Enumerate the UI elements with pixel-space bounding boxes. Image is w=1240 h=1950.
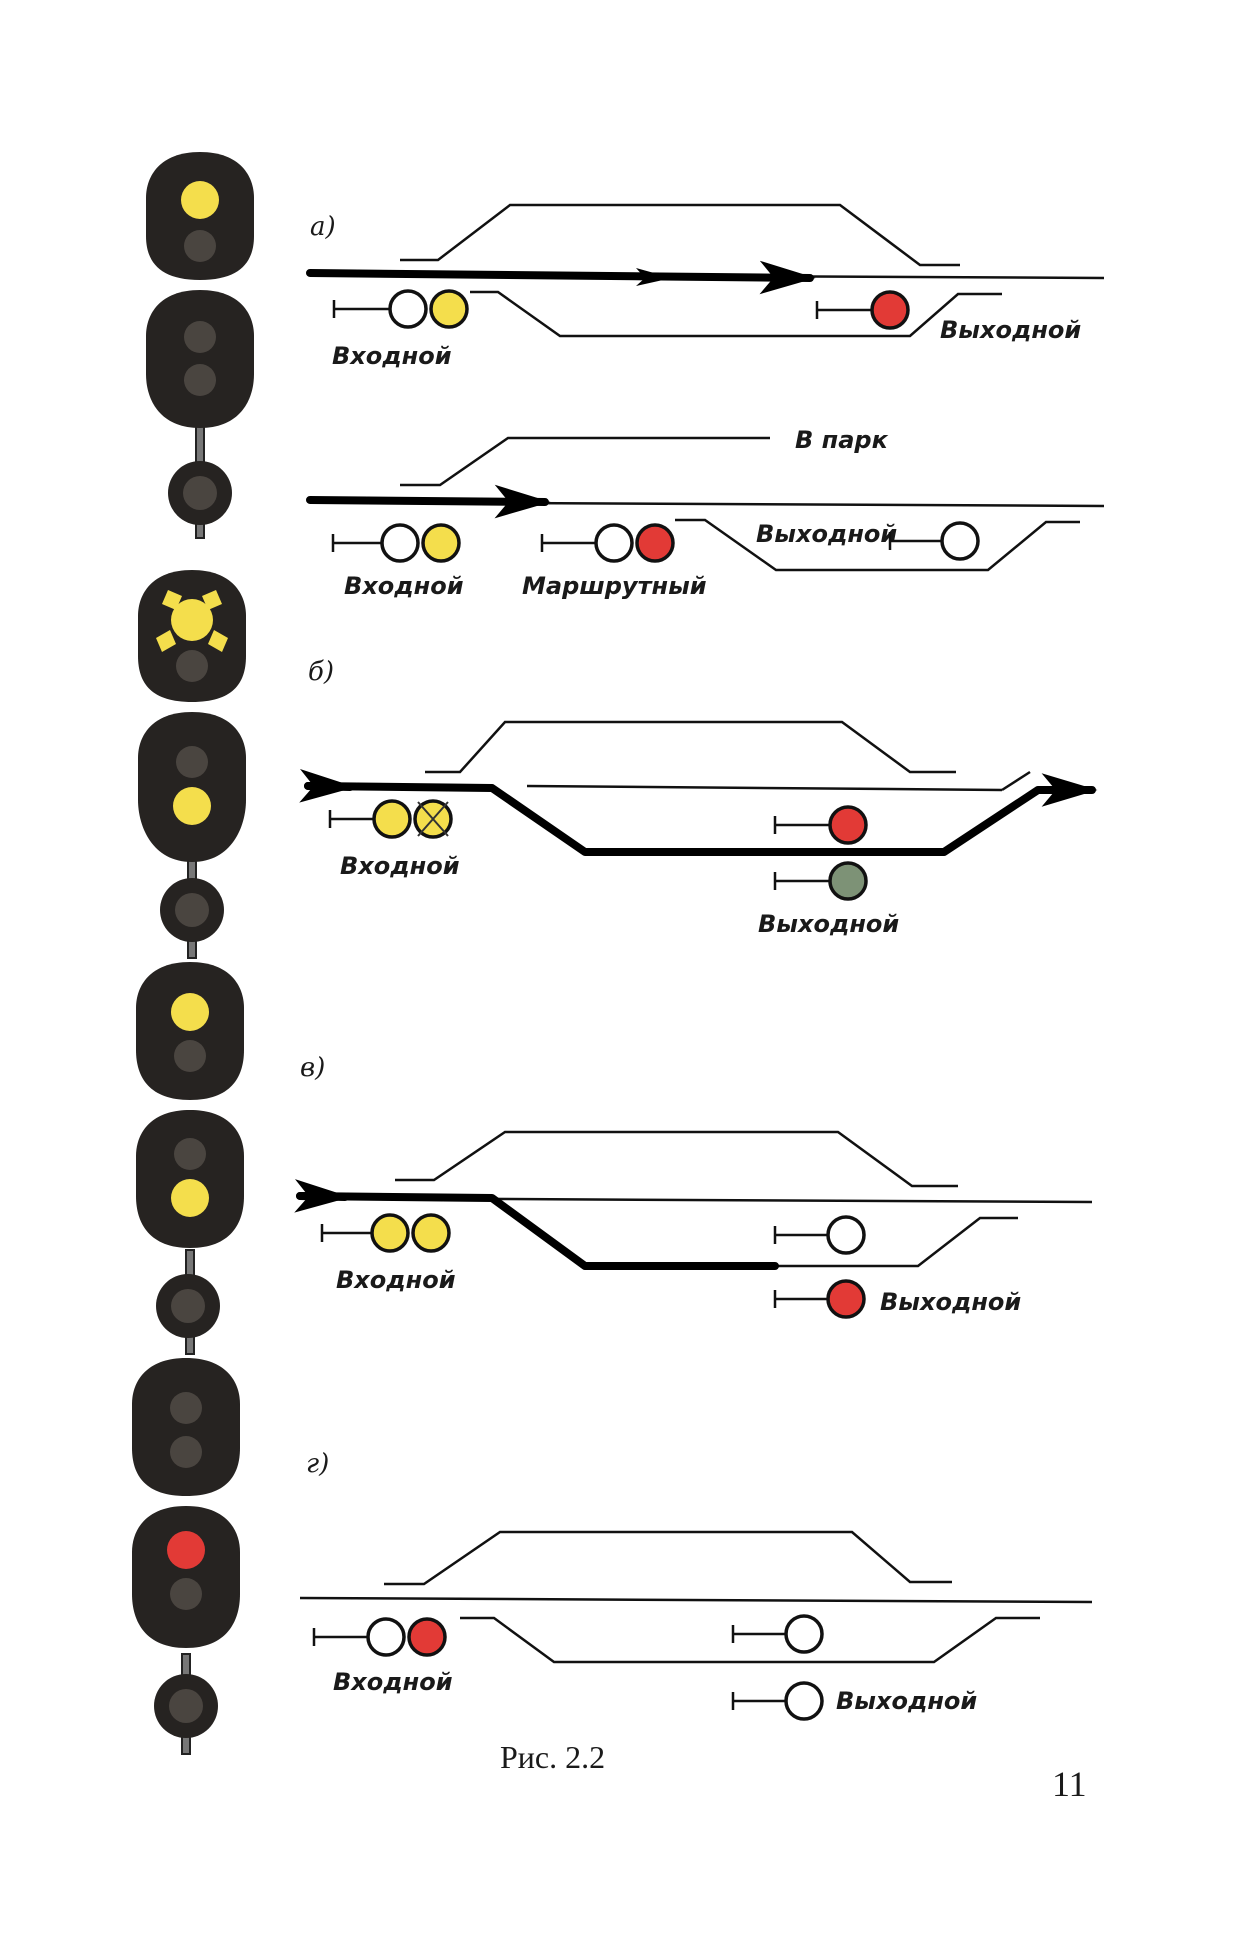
signal-lamp-yellow (429, 289, 469, 329)
signal-lamp-unlit (826, 1215, 866, 1255)
signal-lamp-unlit (784, 1681, 824, 1721)
entry-signal-label: Входной (336, 1266, 456, 1294)
signal-lamp-red (828, 805, 868, 845)
track-diagram-a-top: а) Входной Выходной (306, 203, 1105, 370)
signal-lamp-yellow (411, 1213, 451, 1253)
figure-caption: Рис. 2.2 (500, 1739, 605, 1775)
signal-light-off (174, 1040, 206, 1072)
signal-light-off (184, 321, 216, 353)
entry-signal-label: Входной (332, 342, 452, 370)
signal-light-yellow (171, 993, 209, 1031)
entry-signal-label: Входной (333, 1668, 453, 1696)
signal-light-yellow-flashing (171, 599, 213, 641)
section-label-g: г) (306, 1449, 329, 1479)
signal-lamp-red (635, 523, 675, 563)
track-diagram-a-bottom: В парк Входной Маршрутный Выходной (306, 426, 1105, 600)
exit-signal-label: Выходной (756, 520, 897, 548)
signal-head-v (136, 962, 244, 1355)
signal-light-off (176, 746, 208, 778)
exit-signal-label: Выходной (880, 1288, 1021, 1316)
signal-lamp-yellow (372, 799, 412, 839)
signal-light-off (170, 1392, 202, 1424)
signal-lamp-unlit (380, 523, 420, 563)
exit-signal-label: Выходной (758, 910, 899, 938)
park-label: В парк (795, 426, 889, 454)
signal-lamp-yellow (421, 523, 461, 563)
section-label-v: в) (300, 1053, 325, 1083)
page-number: 11 (1052, 1764, 1087, 1804)
signal-head-b (138, 570, 246, 959)
exit-signal-label: Выходной (940, 316, 1081, 344)
signal-lamp-unlit (784, 1614, 824, 1654)
signal-light-off (184, 364, 216, 396)
signal-light-off (176, 650, 208, 682)
signal-head-g (132, 1358, 240, 1755)
signal-light-red (167, 1531, 205, 1569)
signal-light-yellow (173, 787, 211, 825)
signal-lamp-red (870, 290, 910, 330)
signal-light-off (169, 1689, 203, 1723)
signal-light-off (170, 1436, 202, 1468)
signal-light-off (183, 476, 217, 510)
signal-lamp-unlit (366, 1617, 406, 1657)
signal-lamp-green (828, 861, 868, 901)
exit-signal-label: Выходной (836, 1687, 977, 1715)
flashing-rays-icon (156, 590, 228, 652)
signal-lamp-unlit (388, 289, 428, 329)
signal-lamp-unlit (940, 521, 980, 561)
signal-head-a (146, 152, 254, 539)
signal-light-off (175, 893, 209, 927)
signal-lamp-unlit (594, 523, 634, 563)
signal-lamp-red (826, 1279, 866, 1319)
entry-signal-label: Входной (340, 852, 460, 880)
section-label-b: б) (308, 657, 334, 687)
signal-lamp-red (407, 1617, 447, 1657)
track-diagram-v: в) Входной Выходной (294, 1053, 1093, 1319)
signal-light-off (174, 1138, 206, 1170)
entry-signal-label: Входной (344, 572, 464, 600)
track-diagram-g: г) Входной Выходной (299, 1449, 1093, 1721)
signal-light-yellow (181, 181, 219, 219)
section-label-a: а) (310, 212, 336, 242)
signal-light-off (171, 1289, 205, 1323)
signal-light-off (184, 230, 216, 262)
signal-light-off (170, 1578, 202, 1610)
signal-lamp-yellow (370, 1213, 410, 1253)
route-signal-label: Маршрутный (522, 572, 707, 600)
signal-light-yellow (171, 1179, 209, 1217)
track-diagram-b: б) Входной Выходной (299, 657, 1098, 938)
